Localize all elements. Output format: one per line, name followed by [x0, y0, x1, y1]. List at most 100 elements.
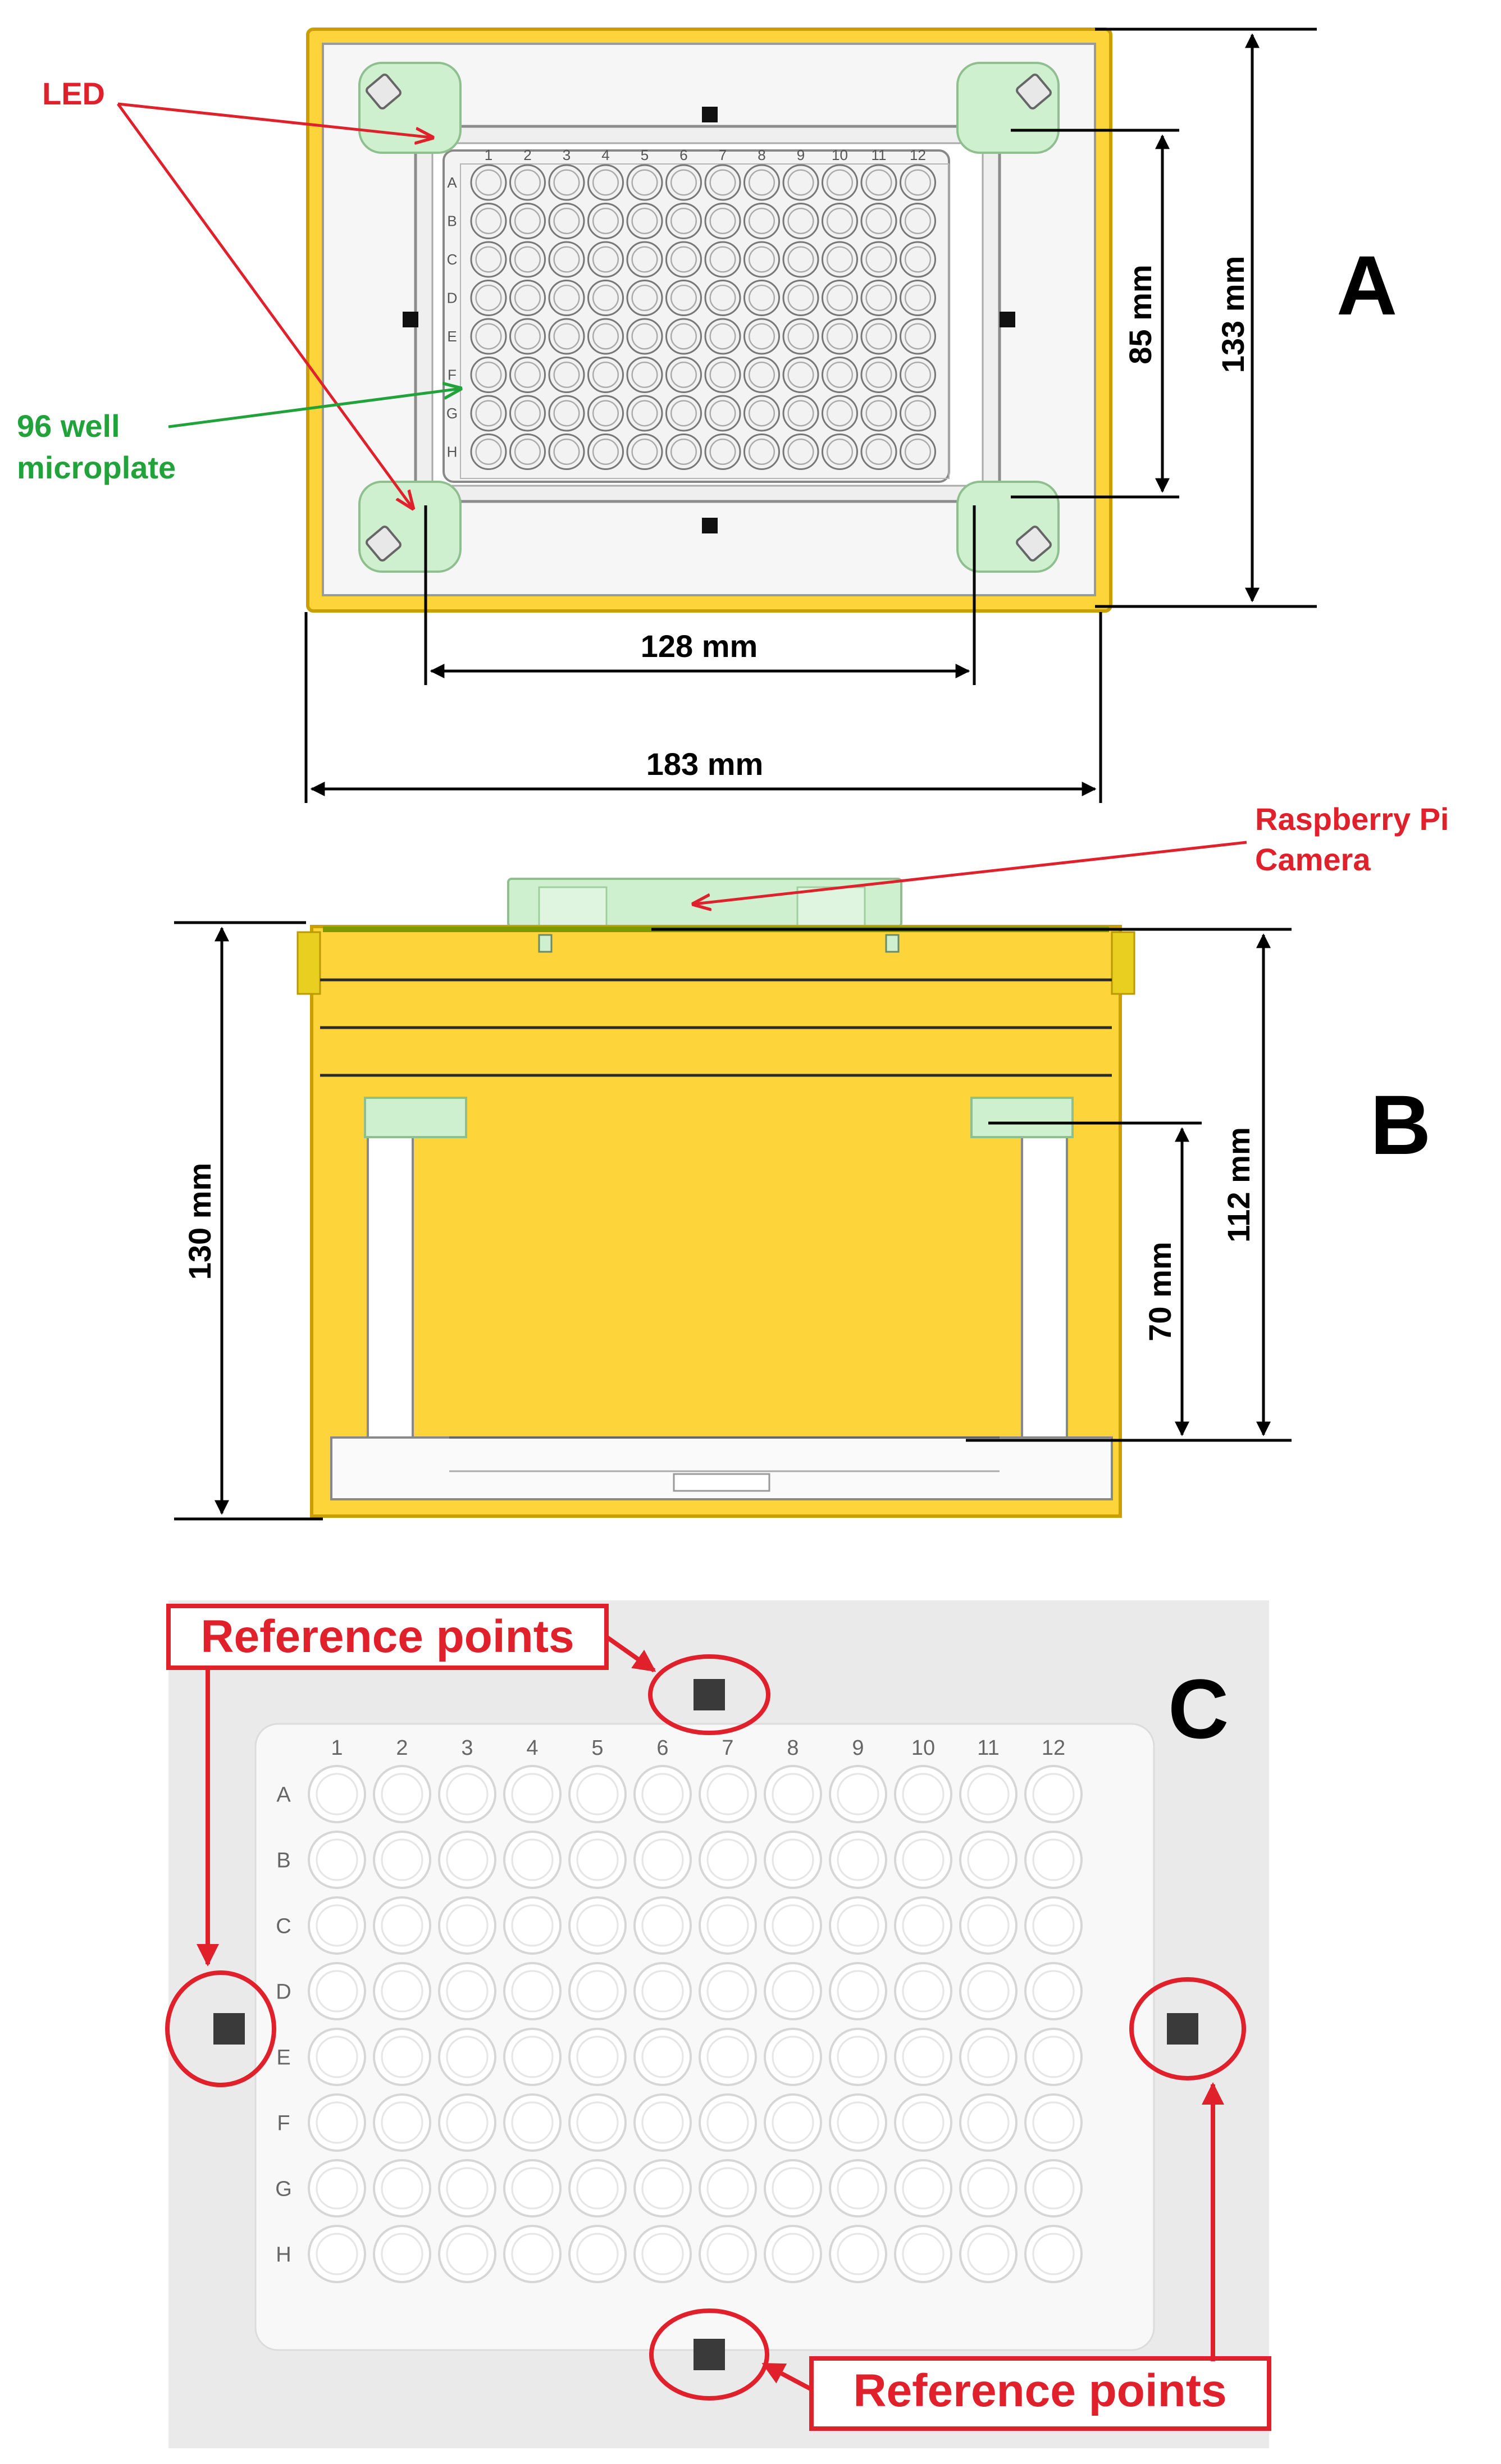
reference-square-photo-bottom	[694, 2339, 725, 2370]
well-inner-D6	[641, 1970, 684, 2013]
well-inner-H11	[967, 2233, 1010, 2275]
well-inner-H7	[706, 2233, 749, 2275]
well-inner-B4	[511, 1838, 554, 1881]
well-inner-G8	[772, 2167, 814, 2210]
well-inner-G10	[826, 400, 854, 427]
well-inner-F8	[748, 361, 775, 389]
well-inner-H4	[511, 2233, 554, 2275]
plate-label-line2: microplate	[17, 450, 176, 485]
reference-square-photo-right	[1167, 2013, 1198, 2045]
well-inner-A7	[709, 169, 736, 196]
well-inner-D1	[475, 284, 502, 312]
well-inner-D5	[631, 284, 658, 312]
well-inner-F9	[787, 361, 814, 389]
row-label: C	[276, 1914, 291, 1938]
well-inner-E10	[902, 2036, 945, 2078]
well-inner-A9	[787, 169, 814, 196]
well-inner-C5	[576, 1904, 619, 1947]
row-label: D	[447, 290, 458, 307]
well-inner-B7	[706, 1838, 749, 1881]
well-inner-C11	[967, 1904, 1010, 1947]
led-holder-top-left	[358, 62, 462, 154]
well-inner-E12	[904, 323, 932, 350]
well-inner-F3	[553, 361, 580, 389]
well-inner-E11	[967, 2036, 1010, 2078]
well-inner-A1	[475, 169, 502, 196]
dim-133-label: 133 mm	[1215, 256, 1251, 373]
well-inner-F12	[1032, 2101, 1075, 2144]
dimension-lines-a	[304, 28, 1317, 803]
well-inner-D7	[706, 1970, 749, 2013]
well-inner-B10	[826, 207, 854, 235]
well-inner-A9	[837, 1773, 879, 1815]
well-inner-G2	[381, 2167, 423, 2210]
row-label: E	[276, 2046, 290, 2069]
well-inner-D2	[381, 1970, 423, 2013]
row-label: B	[276, 1849, 290, 1872]
well-inner-G7	[709, 400, 736, 427]
column-label: 7	[722, 1736, 733, 1760]
well-inner-D9	[787, 284, 814, 312]
microplate-wells-top	[470, 164, 936, 470]
well-inner-E8	[772, 2036, 814, 2078]
well-inner-E4	[511, 2036, 554, 2078]
well-inner-H1	[316, 2233, 358, 2275]
well-inner-G7	[706, 2167, 749, 2210]
reference-square-right	[1000, 312, 1015, 327]
well-inner-F2	[381, 2101, 423, 2144]
well-inner-D12	[1032, 1970, 1075, 2013]
well-inner-B2	[514, 207, 541, 235]
well-inner-E3	[553, 323, 580, 350]
well-inner-D10	[826, 284, 854, 312]
well-inner-F10	[826, 361, 854, 389]
row-label: F	[277, 2111, 290, 2135]
led-holder-bottom-right	[956, 481, 1060, 573]
well-inner-H11	[865, 438, 892, 466]
well-inner-B6	[670, 207, 697, 235]
well-inner-B9	[787, 207, 814, 235]
ref-label-box-bottom	[809, 2356, 1271, 2431]
well-inner-A10	[826, 169, 854, 196]
column-label: 9	[852, 1736, 864, 1760]
well-inner-F2	[514, 361, 541, 389]
well-inner-E2	[381, 2036, 423, 2078]
well-inner-B1	[316, 1838, 358, 1881]
well-inner-F1	[316, 2101, 358, 2144]
well-inner-C6	[641, 1904, 684, 1947]
well-inner-H12	[904, 438, 932, 466]
column-label: 6	[656, 1736, 668, 1760]
well-inner-A4	[511, 1773, 554, 1815]
column-label: 10	[832, 147, 848, 163]
well-inner-D5	[576, 1970, 619, 2013]
well-inner-G3	[553, 400, 580, 427]
dimension-lines-b	[174, 921, 1292, 1521]
dim-183-label: 183 mm	[646, 746, 764, 782]
dim-70-label: 70 mm	[1142, 1242, 1178, 1341]
column-label: 5	[641, 147, 649, 163]
well-inner-A4	[592, 169, 619, 196]
well-inner-G5	[576, 2167, 619, 2210]
well-inner-F9	[837, 2101, 879, 2144]
well-inner-E10	[826, 323, 854, 350]
well-inner-F4	[592, 361, 619, 389]
dim-112-label: 112 mm	[1221, 1127, 1256, 1243]
well-inner-B11	[865, 207, 892, 235]
well-inner-G12	[904, 400, 932, 427]
well-inner-H9	[787, 438, 814, 466]
ref-label-bottom: Reference points	[853, 2365, 1226, 2416]
reference-arrows	[197, 1635, 1224, 2392]
well-inner-H3	[553, 438, 580, 466]
well-inner-A3	[446, 1773, 489, 1815]
well-inner-H8	[772, 2233, 814, 2275]
reference-circles	[165, 1654, 1246, 2401]
well-inner-A12	[1032, 1773, 1075, 1815]
row-label: H	[276, 2243, 291, 2266]
well-inner-G10	[902, 2167, 945, 2210]
well-inner-C11	[865, 246, 892, 273]
camera-label-line1: Raspberry Pi	[1255, 801, 1449, 837]
well-inner-E5	[631, 323, 658, 350]
well-inner-B3	[553, 207, 580, 235]
reference-square-photo-left	[213, 2013, 245, 2045]
well-inner-H8	[748, 438, 775, 466]
